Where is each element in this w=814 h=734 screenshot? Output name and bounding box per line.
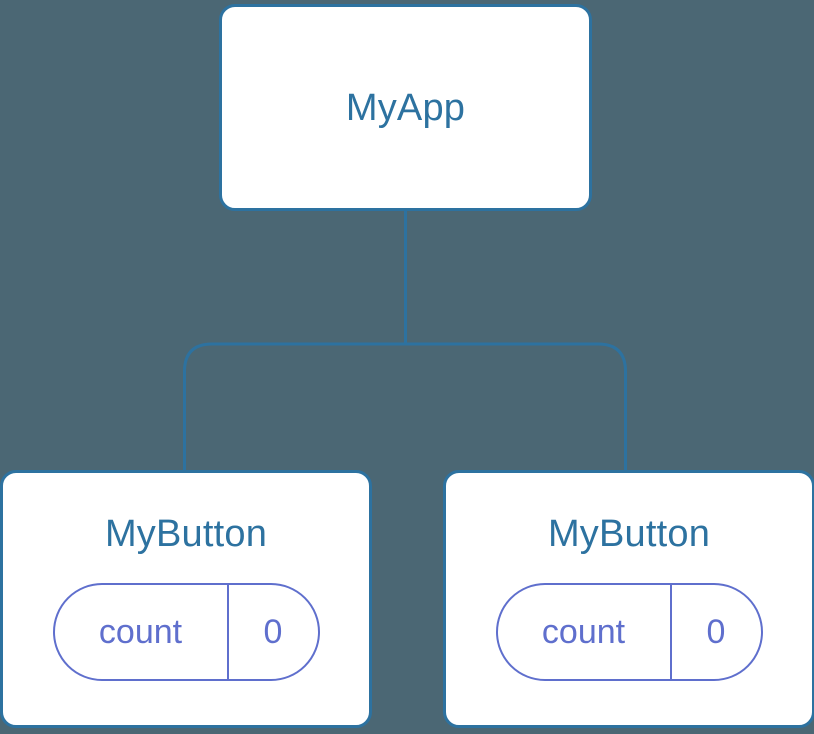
state-pill-child-1[interactable]: count 0 [495,583,763,681]
node-title-root: MyApp [345,86,466,129]
node-title-child-1: MyButton [547,513,711,555]
state-key-child-1: count [541,613,626,651]
state-key-child-0: count [98,613,183,651]
state-value-child-0: 0 [226,585,318,679]
state-value-child-1: 0 [669,585,761,679]
node-mybutton-0[interactable]: MyButton count 0 [0,470,372,728]
state-pill-child-0[interactable]: count 0 [52,583,320,681]
node-myapp[interactable]: MyApp [219,4,592,211]
node-title-child-0: MyButton [104,513,268,555]
edge-root-to-child-0 [183,342,406,470]
edge-root-to-child-1 [405,342,627,470]
node-mybutton-1[interactable]: MyButton count 0 [443,470,814,728]
